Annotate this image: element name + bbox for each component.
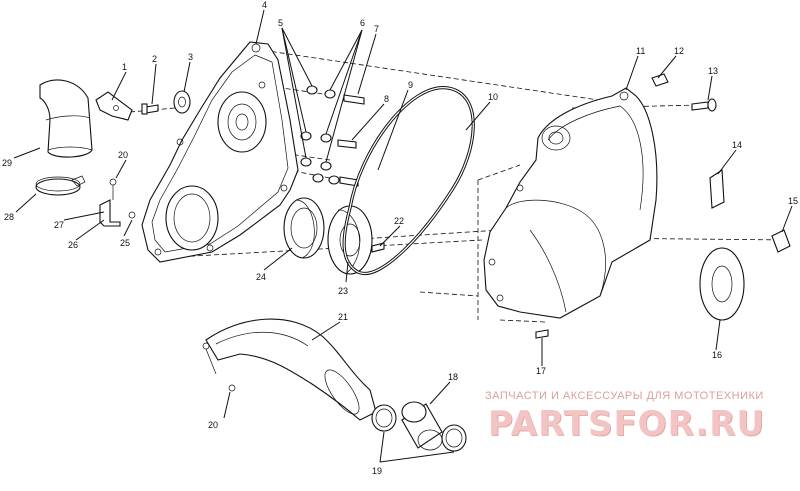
callout-19: 19: [372, 466, 382, 476]
cover-bolts-part: [337, 94, 365, 187]
bracket-part: [95, 91, 133, 121]
decal-part: [709, 169, 725, 209]
duct-clamps-part: [371, 404, 467, 452]
callout-11: 11: [636, 46, 645, 56]
drive-pulley-part: [327, 205, 385, 275]
callout-25: 25: [120, 238, 130, 248]
callout-26: 26: [68, 240, 78, 250]
callout-17: 17: [536, 366, 546, 376]
callout-20-top: 20: [118, 150, 128, 160]
callout-7: 7: [374, 24, 379, 34]
callout-10: 10: [488, 92, 498, 102]
callout-18: 18: [448, 372, 458, 382]
callout-21: 21: [338, 312, 348, 322]
callout-5: 5: [278, 18, 283, 28]
callout-20-bottom: 20: [208, 420, 218, 430]
mount-bracket-part: [99, 178, 136, 227]
spacer-part: [173, 90, 191, 114]
callout-22: 22: [394, 216, 404, 226]
callout-27: 27: [54, 220, 64, 230]
callout-15: 15: [788, 196, 798, 206]
air-duct-part: [202, 318, 377, 421]
callout-3: 3: [188, 52, 193, 62]
drive-belt-part: [342, 86, 475, 276]
callout-6: 6: [360, 18, 365, 28]
callout-4: 4: [262, 0, 267, 10]
watermark-logo: PARTSFOR.RU: [488, 404, 766, 444]
callout-14: 14: [732, 140, 742, 150]
callout-9: 9: [408, 80, 413, 90]
callout-23: 23: [338, 286, 348, 296]
outer-belt-cover-part: [483, 87, 658, 319]
cover-plate-disc-part: [699, 247, 745, 321]
intake-hose-part: [39, 79, 93, 158]
callout-29: 29: [2, 158, 12, 168]
screw-part: [535, 329, 549, 339]
bolt-part: [141, 103, 159, 115]
callout-8: 8: [384, 94, 389, 104]
hose-clamp-part: [35, 175, 86, 196]
callout-16: 16: [712, 350, 722, 360]
inner-cover-plate-part: [141, 41, 299, 263]
callout-28: 28: [4, 212, 14, 222]
leader-lines: [13, 9, 793, 463]
badge-plate-part: [771, 229, 791, 253]
callout-2: 2: [152, 54, 157, 64]
oil-seal-part: [283, 197, 325, 259]
callout-labels: 1 2 3 4 5 6 7 8 9 10 11 12 13 14 15 16 1…: [2, 0, 798, 476]
watermark-tagline: ЗАПЧАСТИ И АКСЕССУАРЫ ДЛЯ МОТОТЕХНИКИ: [485, 390, 764, 402]
callout-12: 12: [674, 46, 684, 56]
callout-13: 13: [708, 66, 718, 76]
duct-sleeve-part: [401, 401, 443, 451]
cover-bolt-part: [691, 98, 717, 112]
callout-24: 24: [256, 272, 266, 282]
callout-1: 1: [122, 62, 127, 72]
